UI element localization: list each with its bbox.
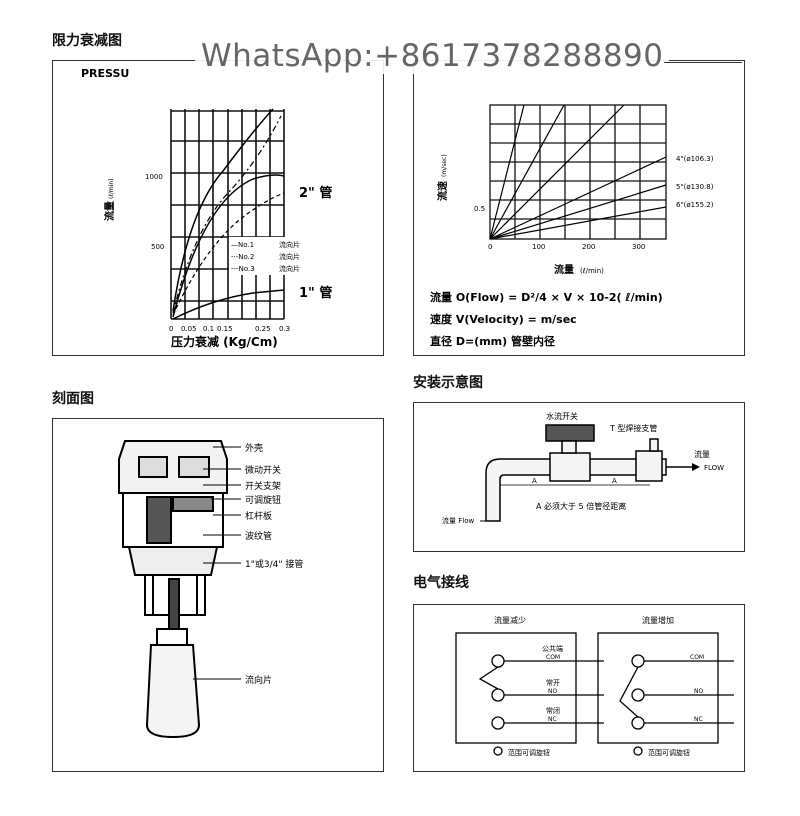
pressure-curves: [172, 108, 285, 320]
wiring-left-title: 流量减少: [494, 615, 526, 625]
formula-velocity: 速度 V(Velocity) = m/sec: [430, 312, 577, 326]
wiring-title: 电气接线: [413, 575, 469, 591]
wiring-right-title: 流量增加: [642, 615, 674, 625]
section-leaders: [193, 446, 241, 680]
flow-in-label: 流量 Flow: [442, 516, 474, 525]
install-tee-label: T 型焊接支管: [609, 423, 657, 433]
legend-text-1: 流向片: [279, 240, 300, 249]
wiring-panel: 流量减少 流量增加 公共端 COM 常开 NO 常闭: [413, 604, 745, 772]
pressure-chart-panel: PRESSU 1000 500: [52, 60, 384, 356]
velocity-x-unit: (ℓ/min): [580, 267, 604, 275]
pressure-loss-title: 限力衰减图: [52, 33, 122, 49]
left-no: NO: [548, 688, 557, 695]
switch-housing: [118, 440, 228, 576]
install-drawing: 水流开关 T 型焊接支管 流量 FLOW 流量 Flow A A A 必须大于 …: [442, 411, 724, 525]
label-housing: 外壳: [245, 442, 263, 454]
velocity-xtick-100: 100: [532, 243, 545, 251]
pressure-x-label: 压力衰减 (Kg/Cm): [171, 334, 278, 349]
velocity-x-label: 流量: [554, 263, 574, 276]
pipe-1in-label: 1" 管: [299, 285, 332, 301]
pipe-2in-label: 2" 管: [299, 185, 332, 201]
legend-text-3: 流向片: [279, 264, 300, 273]
velocity-chart: 流速 (m/sec) 0.5 0 100 200 300 流量 (ℓ/min) …: [430, 104, 714, 348]
pressure-corner-label: PRESSU: [81, 67, 129, 80]
panel-top-edge: [664, 62, 742, 63]
dim-a-left: A: [532, 477, 537, 485]
section-view-panel: 外壳 微动开关 开关支架 可调旋钮 杠杆板 波纹管 1"或3/4" 接管 流向片: [52, 418, 384, 772]
legend-key-3: ---No.3: [231, 265, 255, 273]
formula-flow: 流量 O(Flow) = D²/4 × V × 10-2( ℓ/min): [430, 290, 663, 304]
left-com: COM: [546, 654, 560, 661]
label-connector: 1"或3/4" 接管: [245, 558, 303, 570]
right-com: COM: [690, 654, 704, 661]
velocity-curves: [489, 104, 667, 240]
pressure-y-unit: (ℓ/min): [108, 179, 115, 200]
label-adjust-knob: 可调旋钮: [245, 494, 281, 506]
label-bellows: 波纹管: [245, 530, 272, 542]
paddle: [145, 628, 201, 739]
legend-key-2: -·-No.2: [231, 253, 254, 261]
flow-out-arrowhead: [692, 463, 700, 471]
install-panel: 水流开关 T 型焊接支管 流量 FLOW 流量 Flow A A A 必须大于 …: [413, 402, 745, 552]
left-no-cn: 常开: [546, 678, 560, 687]
section-drawing: 外壳 微动开关 开关支架 可调旋钮 杠杆板 波纹管 1"或3/4" 接管 流向片: [118, 440, 303, 739]
label-paddle: 流向片: [245, 674, 272, 686]
wiring-left-box: [455, 632, 604, 756]
pressure-xtick-0: 0: [169, 325, 173, 333]
velocity-xtick-0: 0: [488, 243, 492, 251]
pressure-chart: PRESSU 1000 500: [81, 67, 332, 349]
pressure-xtick-015: 0.15: [217, 325, 233, 333]
wiring-drawing: 流量减少 流量增加 公共端 COM 常开 NO 常闭: [455, 615, 734, 757]
label-microswitch: 微动开关: [245, 464, 281, 476]
watermark: WhatsApp:+8617378288890: [195, 38, 670, 74]
velocity-chart-panel: 流速 (m/sec) 0.5 0 100 200 300 流量 (ℓ/min) …: [413, 60, 745, 356]
left-nc-cn: 常闭: [546, 706, 560, 715]
left-nc: NC: [548, 716, 557, 723]
pressure-xtick-005: 0.05: [181, 325, 197, 333]
install-title: 安装示意图: [413, 375, 483, 391]
dim-a-right: A: [612, 477, 617, 485]
velocity-ytick-05: 0.5: [474, 205, 485, 213]
right-nc: NC: [694, 716, 703, 723]
pressure-ytick-1000: 1000: [145, 173, 163, 181]
velocity-xtick-200: 200: [582, 243, 595, 251]
flow-out-cn: 流量: [694, 449, 710, 459]
pressure-xtick-03: 0.3: [279, 325, 290, 333]
label-lever-plate: 杠杆板: [245, 510, 272, 522]
right-adjust-label: 范围可调旋钮: [648, 748, 690, 757]
install-switch-label: 水流开关: [546, 411, 578, 421]
curve-label-6in: 6"(ø155.2): [676, 201, 714, 209]
wiring-right-box: [597, 632, 734, 756]
pressure-xtick-025: 0.25: [255, 325, 271, 333]
pipe-connector: [144, 574, 206, 636]
velocity-grid: [489, 104, 667, 240]
left-com-cn: 公共端: [542, 644, 563, 653]
formula-diameter: 直径 D=(mm) 管壁内径: [430, 334, 555, 348]
pressure-y-label-text: 流量: [103, 201, 116, 221]
velocity-y-unit: (m/sec): [441, 154, 448, 177]
left-adjust-label: 范围可调旋钮: [508, 748, 550, 757]
legend-text-2: 流向片: [279, 252, 300, 261]
curve-label-5in: 5"(ø130.8): [676, 183, 714, 191]
install-note: A 必须大于 5 倍管径距离: [536, 501, 626, 511]
pressure-xtick-01: 0.1: [203, 325, 214, 333]
pressure-legend: —No.1 流向片 -·-No.2 流向片 ---No.3 流向片: [229, 237, 313, 275]
install-pipe: [485, 424, 667, 522]
pressure-ytick-500: 500: [151, 243, 164, 251]
flow-out-en: FLOW: [704, 464, 724, 472]
right-no: NO: [694, 688, 703, 695]
label-switch-bracket: 开关支架: [245, 480, 281, 492]
curve-label-4in: 4"(ø106.3): [676, 155, 714, 163]
velocity-xtick-300: 300: [632, 243, 645, 251]
section-view-title: 刻面图: [52, 391, 94, 407]
velocity-y-label-text: 流速: [436, 181, 449, 201]
pressure-y-label: 流量 (ℓ/min): [103, 179, 116, 222]
legend-key-1: —No.1: [231, 241, 254, 249]
velocity-y-label: 流速 (m/sec): [436, 154, 449, 201]
